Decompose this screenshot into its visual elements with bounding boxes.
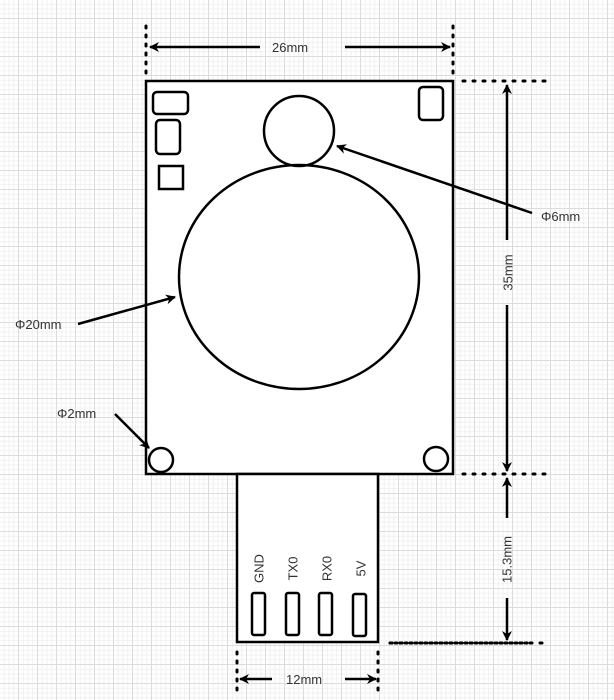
pin-5v — [351, 592, 368, 638]
pin-rx0 — [317, 591, 334, 637]
pin-label-rx0: RX0 — [319, 555, 335, 582]
connector-length-label: 15.3mm — [499, 536, 515, 583]
pin-label-tx0: TX0 — [285, 556, 301, 581]
connector-width-label: 12mm — [286, 672, 323, 687]
phi2-leader — [114, 413, 150, 449]
pin-label-5v: 5V — [353, 560, 369, 577]
sensor-board-outline — [144, 79, 455, 476]
width-dimension-label: 26mm — [272, 40, 309, 55]
component-pad-2 — [154, 118, 182, 156]
pin-tx0 — [284, 591, 301, 637]
mount-hole-left — [147, 446, 175, 474]
phi20-callout-label: Φ20mm — [15, 317, 62, 332]
large-sensor-window — [177, 163, 421, 391]
height-dimension-label: 35mm — [500, 254, 516, 291]
connector-width-extension-lines — [235, 650, 380, 692]
mount-hole-right — [422, 445, 450, 473]
component-pad-4 — [417, 85, 445, 122]
component-pad-3 — [157, 164, 185, 191]
connector-tab — [235, 472, 380, 644]
pin-gnd — [250, 591, 267, 637]
phi20-leader — [77, 294, 176, 326]
connector-pins — [250, 591, 368, 638]
phi6-callout-label: Φ6mm — [541, 209, 581, 224]
phi6-leader — [336, 144, 533, 215]
pin-label-gnd: GND — [251, 554, 267, 583]
phi2-callout-label: Φ2mm — [57, 406, 97, 421]
component-pad-1 — [151, 90, 190, 116]
width-extension-lines — [144, 24, 455, 78]
